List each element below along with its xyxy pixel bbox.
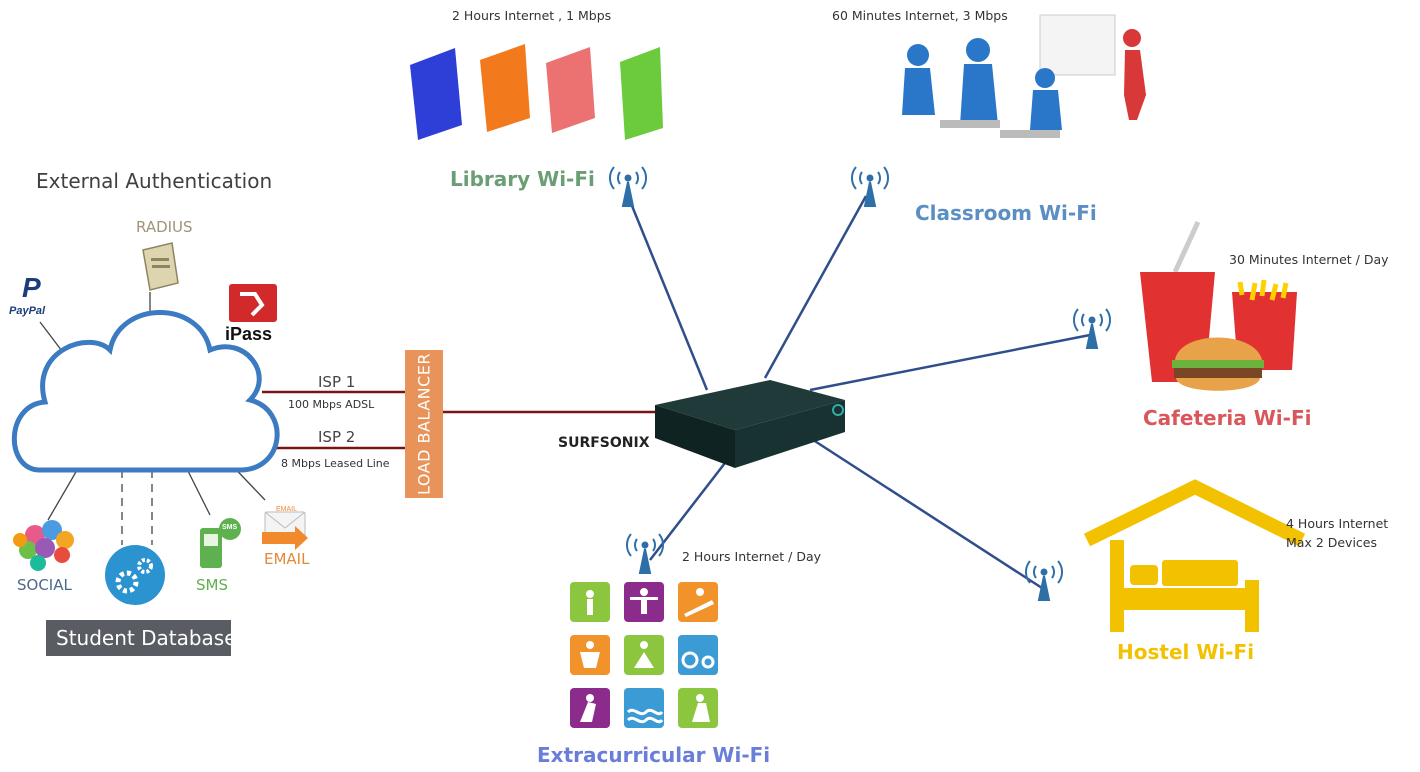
email-icon: [262, 511, 308, 550]
link-sms: [184, 464, 211, 516]
social-label: SOCIAL: [17, 576, 72, 594]
load-balancer-label: LOAD BALANCER: [414, 352, 434, 496]
link-social: [47, 464, 81, 521]
ipass-icon: [229, 284, 277, 322]
svg-text:P: P: [22, 272, 41, 303]
database-gear-icon: [105, 545, 165, 605]
email-label: EMAIL: [264, 550, 310, 568]
link-classroom: [763, 195, 868, 379]
sms-label: SMS: [196, 576, 228, 594]
link-email: [224, 457, 266, 501]
paypal-icon: P: [22, 272, 41, 303]
paypal-label: PayPal: [9, 305, 46, 317]
classroom-icon: [902, 14, 1146, 138]
server-icon: [142, 242, 179, 291]
hostel-policy-line1: 4 Hours Internet: [1286, 516, 1389, 531]
social-icon: [13, 520, 74, 571]
link-paypal: [39, 321, 66, 356]
classroom-policy: 60 Minutes Internet, 3 Mbps: [832, 8, 1008, 23]
student-database-label: Student Database: [46, 620, 237, 656]
isp1-desc: 100 Mbps ADSL: [288, 398, 375, 411]
extracurricular-policy: 2 Hours Internet / Day: [682, 549, 821, 564]
link-library: [626, 195, 709, 391]
link-extracurricular: [649, 449, 736, 561]
radius-label: RADIUS: [136, 218, 193, 236]
isp2-label: ISP 2: [318, 428, 356, 446]
isp2-desc: 8 Mbps Leased Line: [281, 457, 390, 470]
library-zone-label: Library Wi-Fi: [450, 167, 595, 191]
fastfood-icon: [1140, 220, 1297, 391]
cafeteria-zone-label: Cafeteria Wi-Fi: [1143, 406, 1312, 430]
device-name: SURFSONIX: [558, 435, 650, 451]
hostel-zone-label: Hostel Wi-Fi: [1117, 640, 1255, 664]
link-cafeteria: [809, 333, 1091, 392]
sms-bubble-label: SMS: [222, 524, 238, 531]
sports-icon: [570, 582, 718, 728]
external-auth-title: External Authentication: [36, 169, 273, 193]
books-icon: [410, 44, 663, 140]
router-icon: [655, 380, 845, 468]
bed-icon: [1083, 479, 1306, 632]
link-hostel: [789, 423, 1043, 590]
hostel-policy-line2: Max 2 Devices: [1286, 535, 1378, 550]
isp1-label: ISP 1: [318, 373, 356, 391]
library-policy: 2 Hours Internet , 1 Mbps: [452, 8, 612, 23]
classroom-zone-label: Classroom Wi-Fi: [915, 201, 1097, 225]
link-ipass: [204, 349, 231, 373]
ipass-label: iPass: [225, 324, 273, 344]
extracurricular-zone-label: Extracurricular Wi-Fi: [537, 743, 771, 767]
wifi-antenna-icon: [609, 166, 1111, 601]
cafeteria-policy: 30 Minutes Internet / Day: [1229, 252, 1389, 267]
email-tag-label: EMAIL: [276, 506, 298, 513]
load-balancer: LOAD BALANCER: [405, 350, 443, 498]
